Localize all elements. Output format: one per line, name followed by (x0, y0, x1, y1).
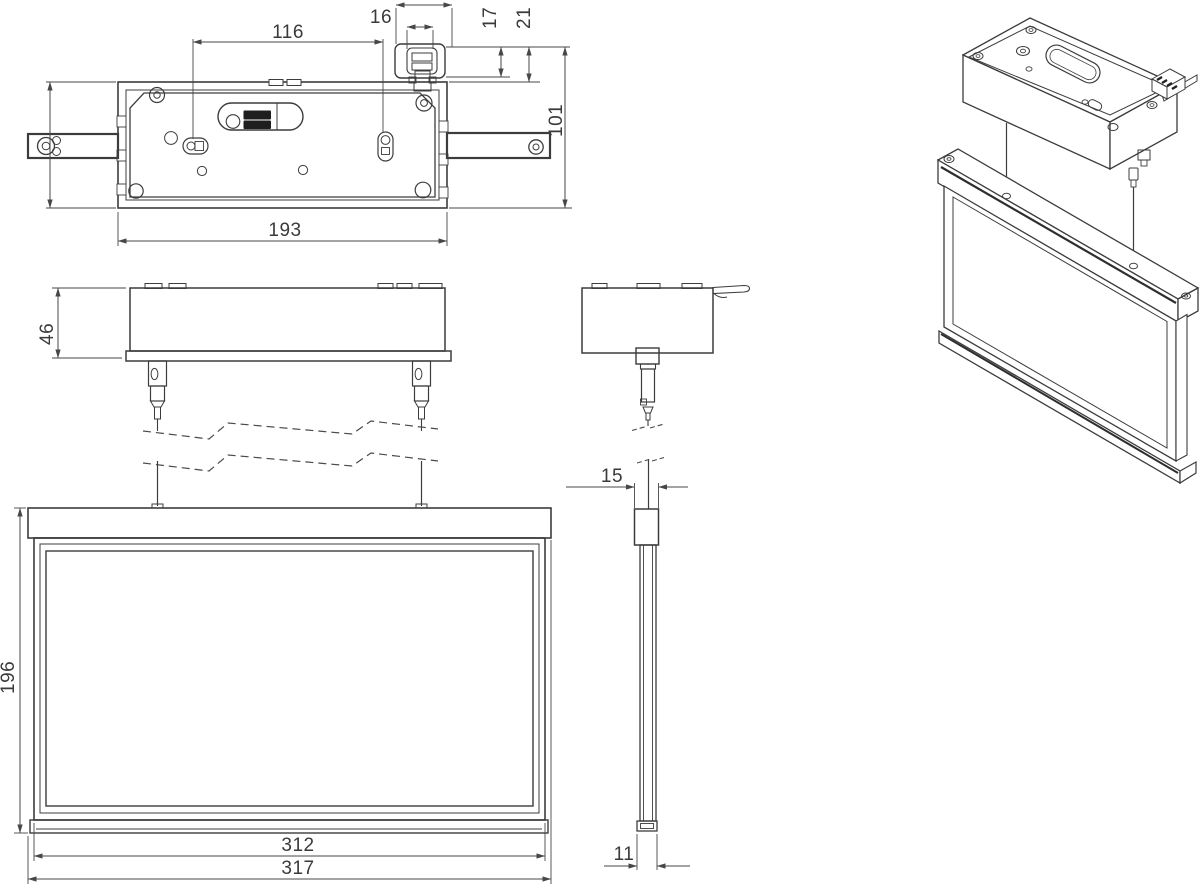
sign-panel-inner-frame (39, 543, 540, 814)
dim-label-21: 21 (514, 7, 535, 29)
plate-screws (128, 86, 433, 199)
top-cap-profile (633, 508, 660, 546)
retainer-hook (713, 293, 728, 299)
dim-label-101: 101 (546, 104, 567, 137)
mount-profile-view (581, 283, 751, 432)
mount-housing-inner-wall (125, 89, 440, 201)
mount-side-view: 46 (37, 283, 452, 431)
plan-dimensions: 116 16 17 21 101 193 (46, 2, 572, 246)
iso-terminal-block (1150, 68, 1198, 102)
cable-hanger-left (147, 360, 168, 431)
profile-dimension-11: 11 (604, 834, 690, 870)
adjuster-slot (377, 131, 394, 162)
micro-label-row2 (243, 120, 271, 129)
isometric-view (936, 17, 1200, 485)
panel-profile-body (639, 544, 657, 822)
sign-panel-frame (33, 537, 546, 821)
sign-panel-display (45, 550, 534, 807)
mount-body (129, 287, 446, 352)
plan-view: 116 16 17 21 101 193 (26, 2, 572, 246)
cable-hanger-right (411, 360, 432, 431)
wire-break-marks-upper (631, 423, 665, 432)
break-line-lower (142, 452, 439, 472)
mounting-plate (129, 92, 436, 198)
mount-baseplate (125, 350, 452, 362)
mount-profile-body (581, 287, 714, 354)
front-dimension-317: 317 (27, 540, 552, 884)
bottom-cap-profile (636, 820, 658, 832)
iso-mount-box (961, 17, 1198, 188)
dim-label-11: 11 (614, 844, 635, 865)
suspension-break-lines (142, 420, 439, 509)
front-view: 196 312 317 (0, 507, 552, 884)
dim-label-16: 16 (370, 7, 392, 28)
dim-label-312: 312 (281, 835, 314, 856)
front-dimension-196: 196 (0, 507, 28, 834)
dim-label-116: 116 (272, 22, 304, 43)
latch (394, 43, 446, 92)
top-cap (27, 507, 552, 539)
dim-label-196: 196 (0, 661, 19, 694)
dim-label-17: 17 (480, 7, 501, 29)
panel-profile-view: 15 11 (566, 456, 690, 870)
switch-slot (182, 137, 209, 155)
micro-label-row1 (243, 110, 271, 120)
wall-notches (116, 115, 449, 199)
dim-label-46: 46 (37, 323, 58, 345)
retainer-blade (712, 284, 751, 295)
label-slot (217, 102, 304, 131)
side-bracket-left (26, 132, 120, 160)
mount-dimension-46: 46 (37, 287, 126, 359)
side-bracket-right (445, 131, 552, 160)
wire-break-marks-lower (636, 456, 665, 464)
iso-sign-panel (943, 184, 1188, 463)
iso-oval-slot (1045, 44, 1101, 84)
profile-dimension-15: 15 (566, 466, 688, 508)
mount-housing-outline (117, 81, 448, 209)
iso-top-rail (936, 148, 1200, 324)
top-edge-clips (268, 79, 302, 86)
dim-label-317: 317 (281, 858, 314, 879)
bottom-cap (29, 819, 549, 834)
front-dimension-312: 312 (33, 823, 546, 861)
dim-label-15: 15 (601, 466, 623, 487)
cable-hanger-profile (635, 347, 660, 426)
break-line-upper (142, 420, 439, 440)
dim-label-193: 193 (268, 220, 301, 241)
iso-top-details (972, 26, 1158, 131)
iso-bottom-rail (938, 329, 1197, 485)
